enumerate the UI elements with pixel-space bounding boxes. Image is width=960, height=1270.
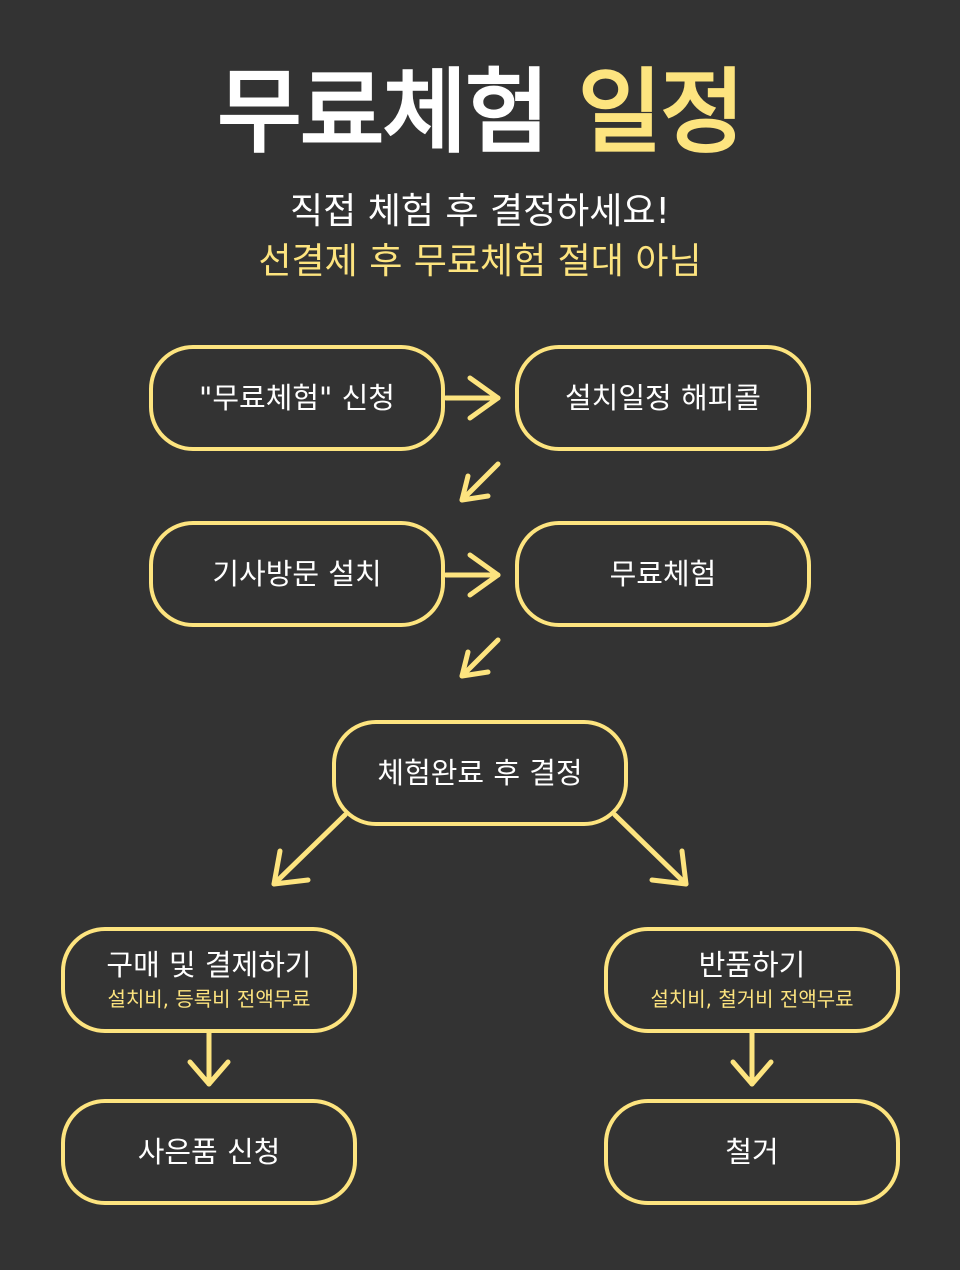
step-note: 설치비, 등록비 전액무료 [107, 987, 311, 1011]
step-removal: 철거 [604, 1099, 900, 1205]
step-label: 무료체험 [609, 557, 717, 591]
arrow-right-icon [443, 375, 501, 421]
arrow-right-icon [443, 552, 501, 598]
step-gift-request: 사은품 신청 [61, 1099, 357, 1205]
title-main: 무료체험 [217, 59, 550, 166]
step-free-trial-request: "무료체험" 신청 [149, 345, 445, 451]
arrow-down-right-icon [612, 812, 689, 887]
arrow-down-icon [730, 1029, 774, 1087]
step-label: 사은품 신청 [137, 1135, 281, 1169]
step-decide-after-trial: 체험완료 후 결정 [332, 720, 628, 826]
arrow-down-left-icon [271, 812, 348, 887]
page-title: 무료체험 일정 [0, 58, 960, 168]
subtitle-line2: 선결제 후 무료체험 절대 아님 [258, 241, 702, 282]
subtitle-line1: 직접 체험 후 결정하세요! [290, 191, 670, 232]
step-purchase: 구매 및 결제하기 설치비, 등록비 전액무료 [61, 927, 357, 1033]
arrow-down-left-icon [459, 461, 501, 503]
step-label: 반품하기 [698, 948, 806, 982]
step-return: 반품하기 설치비, 철거비 전액무료 [604, 927, 900, 1033]
title-highlight: 일정 [577, 59, 745, 166]
step-technician-install: 기사방문 설치 [149, 521, 445, 627]
step-label: 철거 [725, 1135, 779, 1169]
step-free-trial: 무료체험 [515, 521, 811, 627]
step-label: 기사방문 설치 [212, 557, 382, 591]
step-label: 설치일정 해피콜 [565, 381, 761, 415]
step-note: 설치비, 철거비 전액무료 [650, 987, 854, 1011]
step-install-schedule-call: 설치일정 해피콜 [515, 345, 811, 451]
step-label: 구매 및 결제하기 [106, 948, 312, 982]
step-label: "무료체험" 신청 [199, 381, 395, 415]
arrow-down-left-icon [459, 637, 501, 679]
step-label: 체험완료 후 결정 [377, 756, 583, 790]
arrow-down-icon [187, 1029, 231, 1087]
